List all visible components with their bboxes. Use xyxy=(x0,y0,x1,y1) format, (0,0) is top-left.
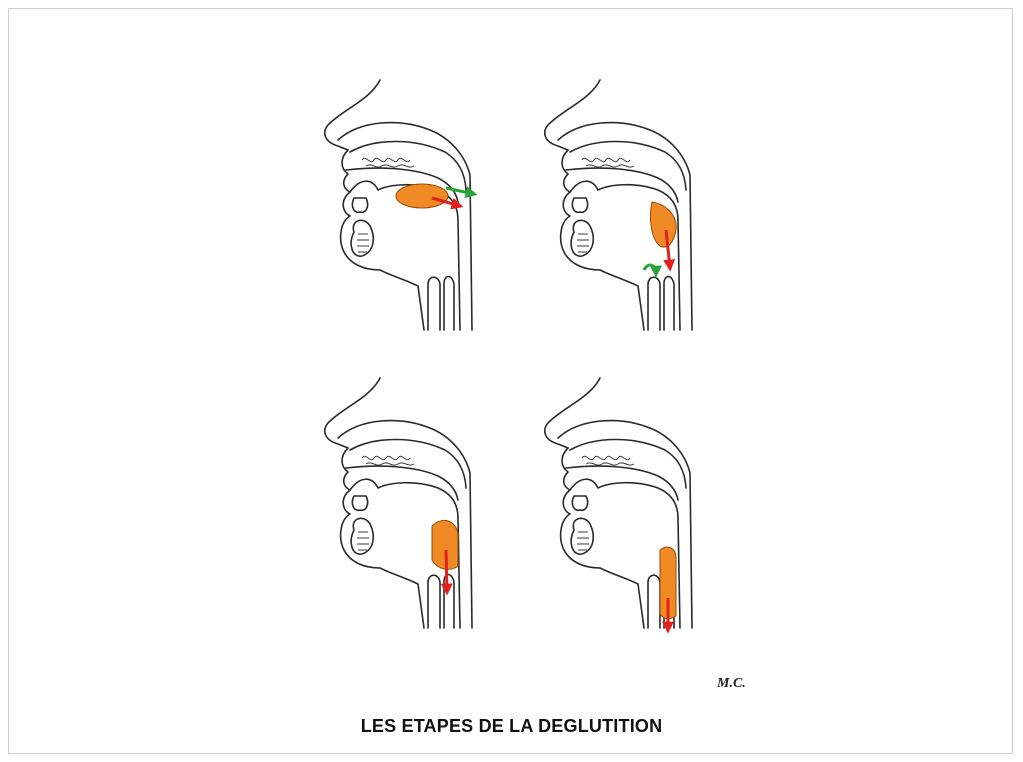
author-signature: M.C. xyxy=(717,676,746,692)
panel-3-red-arrow xyxy=(446,550,447,592)
panel-2-bolus xyxy=(650,202,676,247)
panel-3-diagram xyxy=(320,378,485,630)
panel-2-diagram xyxy=(540,80,705,332)
slide-frame xyxy=(8,8,1013,754)
panel-1-diagram xyxy=(320,80,485,332)
panel-1-bolus xyxy=(396,184,448,208)
panel-4-diagram xyxy=(540,378,705,630)
figure-title: LES ETAPES DE LA DEGLUTITION xyxy=(0,716,1023,737)
panel-2-green-arrow xyxy=(644,265,656,274)
